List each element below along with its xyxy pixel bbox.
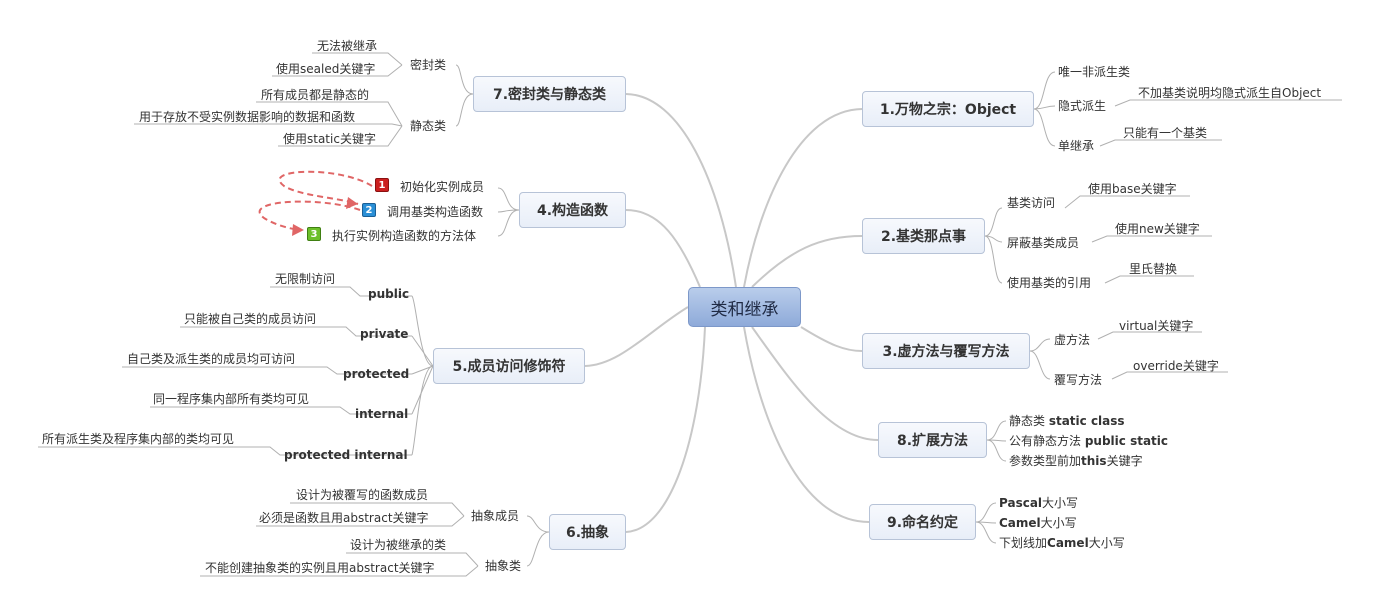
node-sealed-cannot-inherit: 无法被继承 [317,39,378,53]
node-private: private [360,327,409,341]
node-private-detail: 只能被自己类的成员访问 [184,312,317,326]
node-init-members: 初始化实例成员 [400,180,485,194]
node-static-purpose: 用于存放不受实例数据影响的数据和函数 [139,110,356,124]
node-call-base-ctor: 调用基类构造函数 [387,205,484,219]
node-protected-detail: 自己类及派生类的成员均可访问 [127,352,296,366]
node-static-class-7: 静态类 [410,119,447,133]
node-public-static: 公有静态方法 public static [1009,434,1169,448]
badge-step-1: 1 [375,178,389,192]
node-base-reference: 使用基类的引用 [1007,276,1092,290]
node-internal: internal [355,407,409,421]
topic-base-class[interactable]: 2.基类那点事 [862,218,985,254]
node-static-keyword: 使用static关键字 [283,132,376,146]
node-override-keyword: override关键字 [1133,359,1219,373]
node-static-class: 静态类 static class [1009,414,1125,428]
topic-sealed-static[interactable]: 7.密封类与静态类 [473,76,626,112]
node-this-keyword: 参数类型前加this关键字 [1009,454,1143,468]
topic-extension-methods[interactable]: 8.扩展方法 [878,422,987,458]
node-camel-case: Camel大小写 [999,516,1077,530]
node-protected-internal: protected internal [284,448,408,462]
node-public-detail: 无限制访问 [275,272,336,286]
node-static-all-members: 所有成员都是静态的 [261,88,370,102]
topic-naming[interactable]: 9.命名约定 [869,504,976,540]
node-base-access-detail: 使用base关键字 [1088,182,1177,196]
badge-step-2: 2 [362,203,376,217]
node-abstract-member-d1: 设计为被覆写的函数成员 [296,488,429,502]
node-single-inheritance: 单继承 [1058,139,1095,153]
node-pascal-case: Pascal大小写 [999,496,1079,510]
node-public: public [368,287,410,301]
node-protected-internal-detail: 所有派生类及程序集内部的类均可见 [42,432,235,446]
node-hide-members-detail: 使用new关键字 [1115,222,1200,236]
topic-abstract[interactable]: 6.抽象 [549,514,626,550]
node-base-access: 基类访问 [1007,196,1056,210]
node-base-reference-detail: 里氏替换 [1129,262,1178,276]
node-abstract-class-d1: 设计为被继承的类 [350,538,447,552]
node-abstract-class-d2: 不能创建抽象类的实例且用abstract关键字 [205,561,435,575]
node-abstract-member-d2: 必须是函数且用abstract关键字 [259,511,429,525]
node-single-inheritance-detail: 只能有一个基类 [1123,126,1208,140]
node-internal-detail: 同一程序集内部所有类均可见 [153,392,310,406]
node-implicit-derive: 隐式派生 [1058,99,1107,113]
node-sealed-class: 密封类 [410,58,447,72]
node-only-non-derived: 唯一非派生类 [1058,65,1131,79]
node-hide-members: 屏蔽基类成员 [1007,236,1080,250]
node-execute-ctor-body: 执行实例构造函数的方法体 [332,229,477,243]
topic-virtual-override[interactable]: 3.虚方法与覆写方法 [862,333,1030,369]
topic-object[interactable]: 1.万物之宗：Object [862,91,1034,127]
badge-step-3: 3 [307,227,321,241]
root-topic[interactable]: 类和继承 [688,287,801,327]
node-override-method: 覆写方法 [1054,373,1103,387]
node-abstract-class: 抽象类 [485,559,522,573]
topic-access-modifiers[interactable]: 5.成员访问修饰符 [433,348,585,384]
node-underscore-camel: 下划线加Camel大小写 [999,536,1125,550]
node-sealed-keyword: 使用sealed关键字 [276,62,376,76]
node-protected: protected [343,367,410,381]
node-virtual-method: 虚方法 [1054,333,1091,347]
topic-constructor[interactable]: 4.构造函数 [519,192,626,228]
node-virtual-keyword: virtual关键字 [1119,319,1194,333]
node-implicit-derive-detail: 不加基类说明均隐式派生自Object [1138,86,1322,100]
node-abstract-member: 抽象成员 [471,509,520,523]
